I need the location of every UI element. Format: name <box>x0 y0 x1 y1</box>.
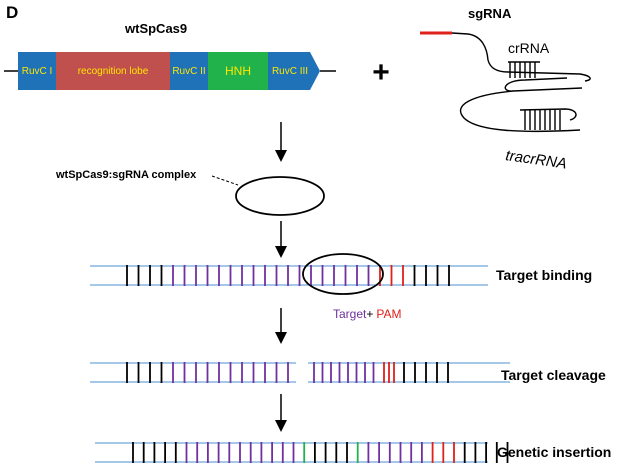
tracrrna-label: tracrRNA <box>504 147 567 172</box>
domain-ruvc-1 <box>18 52 56 90</box>
complex-on-target <box>302 253 384 295</box>
target-pam-legend: Target+PAM <box>333 307 402 321</box>
step-label-target-binding: Target binding <box>496 267 592 283</box>
domain-label-hnh: HNH <box>225 64 251 78</box>
plus-sign: + <box>372 56 390 89</box>
domain-hnh <box>208 52 268 90</box>
domain-label-ruvc-1: RuvC I <box>22 66 53 77</box>
domain-label-ruvc-2: RuvC II <box>172 66 205 77</box>
legend-pam: PAM <box>376 307 401 321</box>
crrna-pairing-bars <box>508 61 540 78</box>
dna-target-cleavage <box>90 362 510 383</box>
protein-domain-map: RuvC I recognition lobe RuvC II HNH RuvC… <box>4 52 336 90</box>
sgrna-title: sgRNA <box>468 6 512 21</box>
legend-target: Target <box>333 307 367 321</box>
domain-label-recognition-lobe: recognition lobe <box>78 66 149 77</box>
crrna-label: crRNA <box>508 40 550 56</box>
dna-target-binding <box>90 265 488 286</box>
step-label-genetic-insertion: Genetic insertion <box>497 444 611 460</box>
domain-ruvc-2 <box>170 52 208 90</box>
sgrna-strand <box>451 32 591 82</box>
complex-label: wtSpCas9:sgRNA complex <box>55 169 197 181</box>
panel-letter: D <box>6 3 18 22</box>
legend-plus: + <box>366 307 373 321</box>
domain-ruvc-3 <box>268 52 320 90</box>
protein-title: wtSpCas9 <box>124 21 187 36</box>
tracrrna-pairing-bars <box>519 108 577 130</box>
step-label-target-cleavage: Target cleavage <box>501 367 606 383</box>
domain-recognition-lobe <box>56 52 170 90</box>
cas9-sgrna-complex <box>235 176 325 216</box>
sgrna-lower-strand <box>459 77 583 133</box>
sgrna-structure <box>420 31 591 133</box>
dna-genetic-insertion <box>95 442 509 463</box>
complex-leader-line <box>211 175 239 186</box>
domain-label-ruvc-3: RuvC III <box>272 66 308 77</box>
